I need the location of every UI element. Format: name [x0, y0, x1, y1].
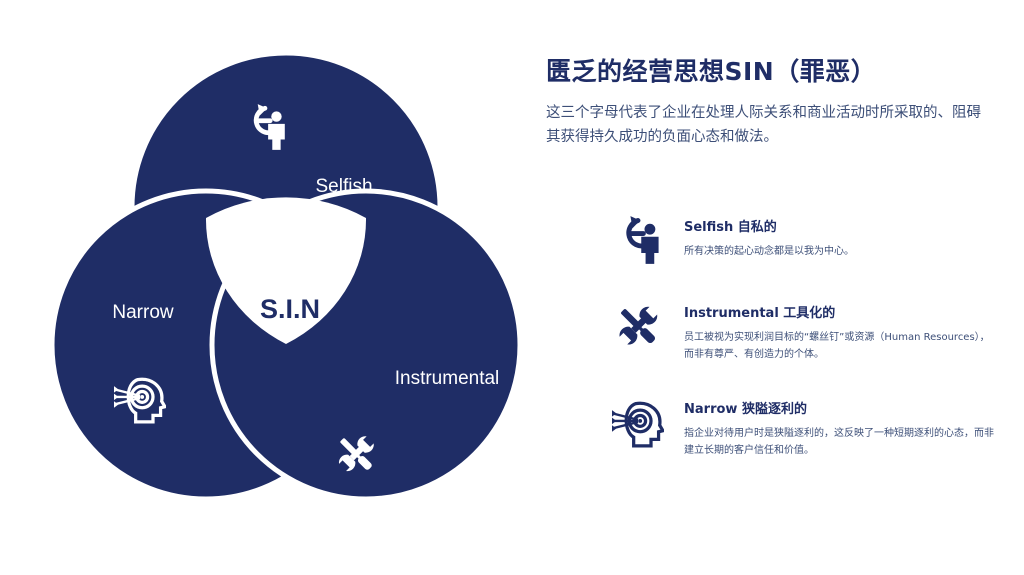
- intro-text: 这三个字母代表了企业在处理人际关系和商业活动时所采取的、阻碍其获得持久成功的负面…: [546, 105, 981, 145]
- target-head-icon: [612, 396, 664, 448]
- item-desc: 指企业对待用户时是狭隘逐利的，这反映了一种短期逐利的心态，而非建立长期的客户信任…: [684, 428, 994, 456]
- item-title: Narrow 狭隘逐利的: [684, 402, 807, 417]
- petal-label-narrow: Narrow: [112, 302, 174, 323]
- item-desc: 所有决策的起心动念都是以我为中心。: [684, 246, 854, 257]
- petal-label-selfish: Selfish: [315, 176, 372, 197]
- center-label: S.I.N: [260, 294, 320, 324]
- petal-label-instrumental: Instrumental: [395, 368, 500, 389]
- item-desc: 员工被视为实现利润目标的“螺丝钉”或资源（Human Resources），而非…: [684, 332, 990, 360]
- wrench-screwdriver-icon: [612, 300, 664, 352]
- item-title: Instrumental 工具化的: [684, 306, 836, 321]
- item-title: Selfish 自私的: [684, 220, 777, 235]
- self-centered-person-icon: [612, 214, 664, 266]
- sin-venn-diagram: S.I.N Selfish Narrow Instrumental: [52, 53, 520, 499]
- center-region: [205, 197, 367, 344]
- page-title: 匮乏的经营思想SIN（罪恶）: [546, 57, 877, 86]
